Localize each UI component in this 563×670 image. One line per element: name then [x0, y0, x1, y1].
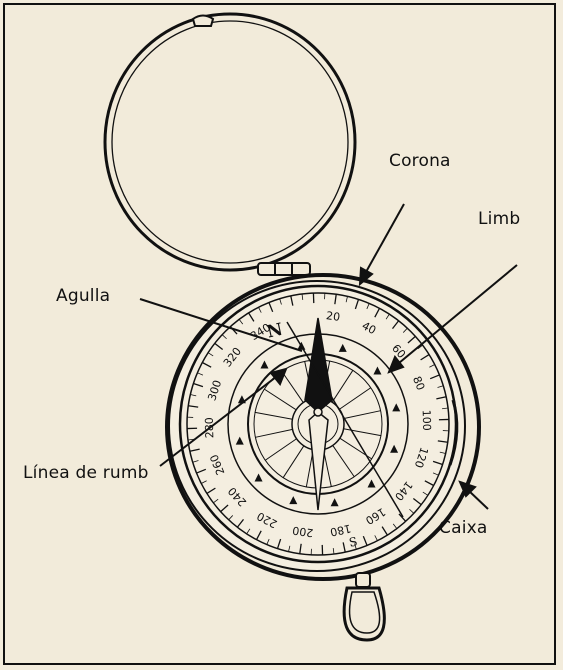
- degree-label: 20: [325, 309, 341, 324]
- label-limb: Limb: [478, 209, 520, 229]
- compass-bail: [344, 573, 384, 640]
- label-caixa: Caixa: [439, 518, 488, 538]
- degree-label: 100: [420, 409, 434, 430]
- compass-lid: [105, 14, 355, 270]
- label-agulla: Agulla: [56, 286, 110, 306]
- corona-pointer: [366, 204, 404, 272]
- hinge: [258, 263, 310, 275]
- label-linea-de-rumb: Línea de rumb: [23, 463, 149, 483]
- label-corona: Corona: [389, 151, 451, 171]
- caixa-pointer: [468, 490, 488, 509]
